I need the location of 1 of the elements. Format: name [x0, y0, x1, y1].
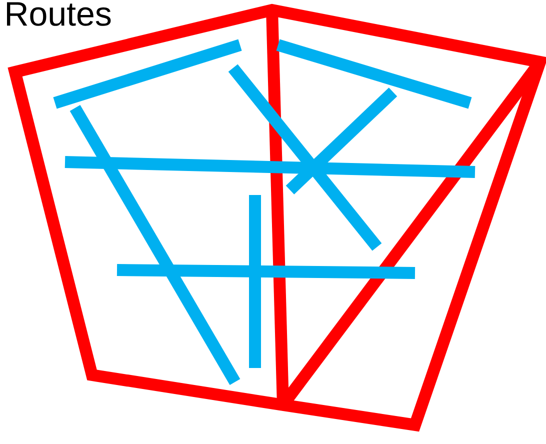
title-text: Routes: [7, 2, 111, 26]
